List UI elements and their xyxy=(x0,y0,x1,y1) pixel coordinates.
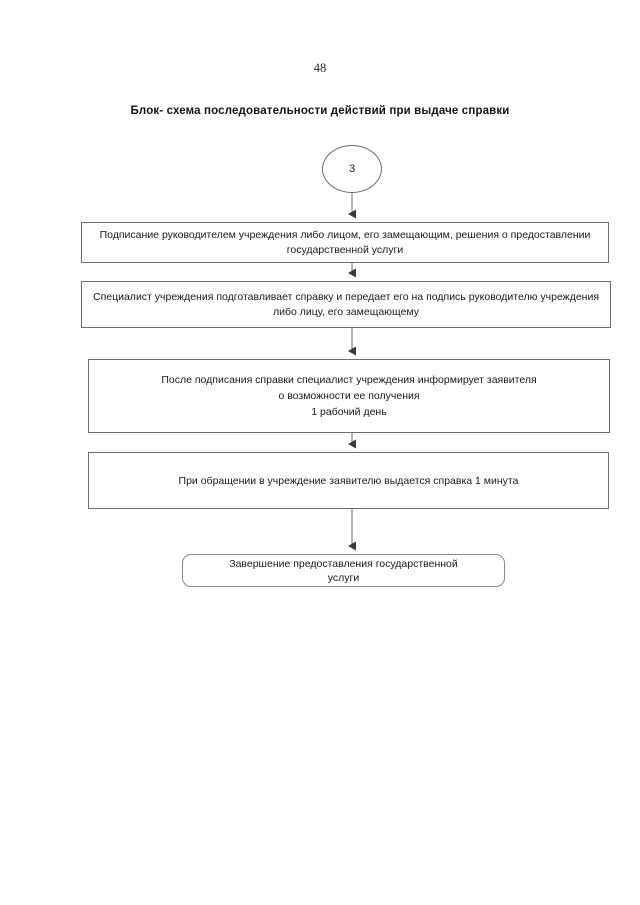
flow-node-label: Завершение предоставления государственно… xyxy=(229,557,458,584)
flow-node-step-1: Подписание руководителем учреждения либо… xyxy=(81,222,609,263)
flow-node-label: Специалист учреждения подготавливает спр… xyxy=(92,290,600,318)
page-title: Блок- схема последовательности действий … xyxy=(130,105,510,117)
flow-node-connector-3: 3 xyxy=(322,145,382,193)
flow-node-label: Подписание руководителем учреждения либо… xyxy=(99,228,591,256)
flow-node-step-3: После подписания справки специалист учре… xyxy=(88,359,610,433)
flow-node-label: При обращении в учреждение заявителю выд… xyxy=(178,474,519,487)
flow-node-step-4: При обращении в учреждение заявителю выд… xyxy=(88,452,609,509)
flow-node-end: Завершение предоставления государственно… xyxy=(182,554,505,587)
page-number: 48 xyxy=(313,61,327,75)
flow-node-label: 3 xyxy=(348,163,356,175)
flow-node-label: После подписания справки специалист учре… xyxy=(161,374,537,418)
flow-node-step-2: Специалист учреждения подготавливает спр… xyxy=(81,281,611,328)
